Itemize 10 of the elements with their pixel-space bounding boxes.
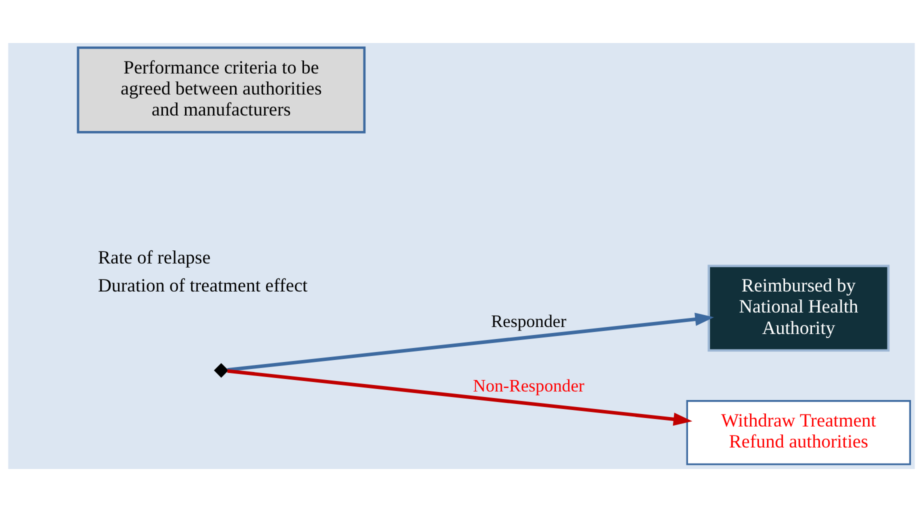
node-diamond — [214, 362, 229, 378]
node-box: Withdraw Treatment Refund authorities — [686, 400, 911, 465]
label: Duration of treatment effect — [98, 275, 308, 296]
node-box: Performance criteria to be agreed between authorities and manufacturers — [76, 46, 366, 133]
edge-label: Responder — [491, 310, 566, 330]
arrow — [227, 312, 714, 372]
arrow — [227, 368, 692, 426]
label: Rate of relapse — [98, 246, 211, 268]
node-box: Reimbursed by National Health Authority — [708, 264, 890, 352]
edge-label: Non-Responder — [473, 375, 584, 396]
